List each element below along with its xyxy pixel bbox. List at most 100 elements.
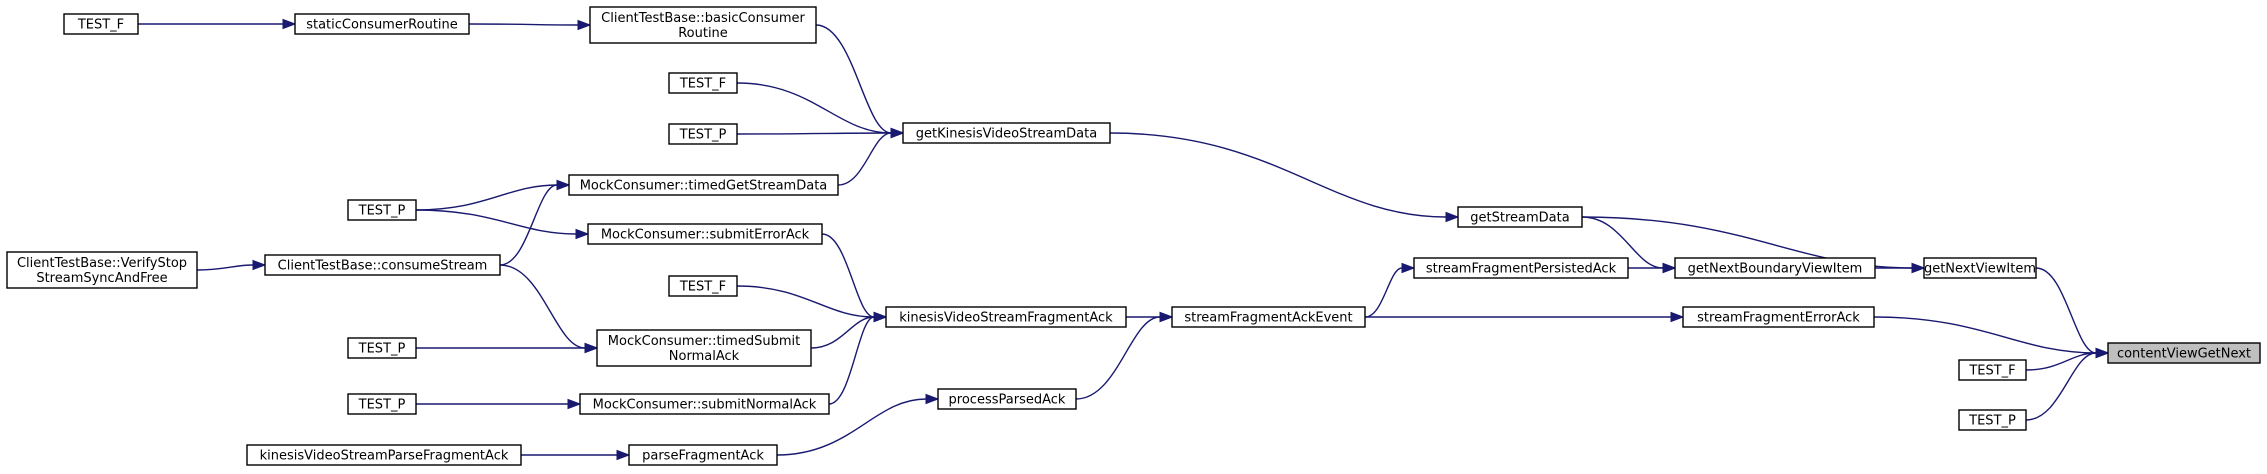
edge-line xyxy=(499,184,558,266)
edge-getKvsData-to-getStreamData xyxy=(1109,132,1460,223)
edge-testP_r1-to-root xyxy=(2025,347,2110,421)
node-testP_a[interactable]: TEST_P xyxy=(668,123,738,145)
edge-line xyxy=(1109,132,1447,218)
node-box xyxy=(579,393,830,415)
node-submitNormalAck[interactable]: MockConsumer::submitNormalAck xyxy=(579,393,830,415)
node-getNextViewItem[interactable]: getNextViewItem xyxy=(1923,257,2037,279)
edge-line xyxy=(2025,352,2097,421)
edge-testP_c-to-submitErrorAck xyxy=(415,209,590,240)
edge-parseFragmentAck-to-processParsedAck xyxy=(776,393,940,456)
node-label: streamFragmentErrorAck xyxy=(1697,311,1860,326)
node-box xyxy=(2107,342,2261,364)
node-kvsParseFragAck[interactable]: kinesisVideoStreamParseFragmentAck xyxy=(246,444,522,466)
node-testF_b[interactable]: TEST_F xyxy=(668,275,738,297)
node-testF_a[interactable]: TEST_F xyxy=(668,72,738,94)
arrowhead xyxy=(577,19,592,31)
node-getStreamData[interactable]: getStreamData xyxy=(1457,206,1583,228)
edge-processParsedAck-to-sfAckEvent xyxy=(1075,311,1174,400)
arrowhead xyxy=(2095,347,2110,359)
edge-sfPersistedAck-to-getNextBoundary xyxy=(1628,262,1677,274)
arrowhead xyxy=(1401,262,1416,274)
node-submitErrorAck[interactable]: MockConsumer::submitErrorAck xyxy=(587,223,823,245)
arrowhead xyxy=(873,311,888,323)
node-label: TEST_F xyxy=(1968,364,2015,379)
node-box xyxy=(347,393,417,415)
node-getNextBoundary[interactable]: getNextBoundaryViewItem xyxy=(1674,257,1876,279)
arrowhead xyxy=(616,449,631,461)
node-label: staticConsumerRoutine xyxy=(306,18,458,33)
node-box xyxy=(628,444,778,466)
node-consumeStream[interactable]: ClientTestBase::consumeStream xyxy=(264,254,501,276)
edge-line xyxy=(776,398,927,456)
node-parseFragmentAck[interactable]: parseFragmentAck xyxy=(628,444,778,466)
node-label: processParsedAck xyxy=(949,393,1066,408)
arrowhead xyxy=(584,342,599,354)
node-testP_r1[interactable]: TEST_P xyxy=(1958,409,2027,431)
node-testF_r1[interactable]: TEST_F xyxy=(1958,359,2027,381)
arrowhead xyxy=(556,179,571,191)
node-label: TEST_P xyxy=(679,128,727,143)
node-sfErrorAck[interactable]: streamFragmentErrorAck xyxy=(1682,306,1875,328)
node-sfAckEvent[interactable]: streamFragmentAckEvent xyxy=(1171,306,1366,328)
edge-line xyxy=(828,316,875,405)
edge-line xyxy=(821,233,875,318)
node-verifyStop[interactable]: ClientTestBase::VerifyStopStreamSyncAndF… xyxy=(6,251,198,289)
edge-verifyStop-to-consumeStream xyxy=(196,259,267,271)
arrowhead xyxy=(1670,311,1685,323)
edges-layer xyxy=(138,18,2110,461)
node-testP_d[interactable]: TEST_P xyxy=(347,337,417,359)
node-label: MockConsumer::timedSubmit xyxy=(608,334,800,349)
node-box xyxy=(264,254,501,276)
arrowhead xyxy=(1662,262,1677,274)
edge-line xyxy=(468,23,579,26)
node-staticConsumer[interactable]: staticConsumerRoutine xyxy=(294,13,470,35)
nodes-layer: contentViewGetNext getNextViewItem streamF… xyxy=(6,6,2261,466)
edge-line xyxy=(1873,316,2097,354)
node-box xyxy=(1958,359,2027,381)
node-box xyxy=(587,223,823,245)
node-testF_top[interactable]: TEST_F xyxy=(63,13,139,35)
edge-testF_b-to-kvsFragAck xyxy=(736,285,888,323)
node-label: TEST_P xyxy=(1968,414,2016,429)
edge-consumeStream-to-timedGetStream xyxy=(499,179,571,266)
node-box xyxy=(1413,257,1629,279)
edge-line xyxy=(736,285,875,318)
node-box xyxy=(1674,257,1876,279)
edge-line xyxy=(2025,352,2097,371)
node-timedGetStream[interactable]: MockConsumer::timedGetStreamData xyxy=(568,174,839,196)
node-label: contentViewGetNext xyxy=(2117,347,2251,362)
node-box xyxy=(246,444,522,466)
node-label: parseFragmentAck xyxy=(642,449,764,464)
edge-staticConsumer-to-basicConsumer xyxy=(468,19,592,31)
node-box xyxy=(668,275,738,297)
node-label: streamFragmentAckEvent xyxy=(1184,311,1352,326)
node-getKvsData[interactable]: getKinesisVideoStreamData xyxy=(902,122,1111,144)
node-kvsFragAck[interactable]: kinesisVideoStreamFragmentAck xyxy=(885,306,1127,328)
arrowhead xyxy=(252,259,267,271)
node-label: kinesisVideoStreamFragmentAck xyxy=(899,311,1113,326)
node-label: TEST_F xyxy=(77,18,124,33)
node-box xyxy=(902,122,1111,144)
edge-line xyxy=(499,264,586,349)
node-box xyxy=(347,337,417,359)
edge-kvsParseFragAck-to-parseFragmentAck xyxy=(520,449,631,461)
edge-line xyxy=(837,132,892,186)
edge-line xyxy=(810,316,875,349)
node-box xyxy=(937,388,1077,410)
node-box xyxy=(589,6,817,44)
edge-testP_c-to-timedGetStream xyxy=(415,179,571,211)
node-box xyxy=(1457,206,1583,228)
node-processParsedAck[interactable]: processParsedAck xyxy=(937,388,1077,410)
node-root[interactable]: contentViewGetNext xyxy=(2107,342,2261,364)
node-sfPersistedAck[interactable]: streamFragmentPersistedAck xyxy=(1413,257,1629,279)
node-box xyxy=(668,123,738,145)
edge-testP_d-to-timedSubmit xyxy=(416,342,599,354)
node-testP_e[interactable]: TEST_P xyxy=(347,393,417,415)
node-label: ClientTestBase::consumeStream xyxy=(278,259,488,274)
edge-line xyxy=(415,209,577,235)
node-label: getNextViewItem xyxy=(1924,262,2036,277)
node-testP_c[interactable]: TEST_P xyxy=(347,199,417,221)
